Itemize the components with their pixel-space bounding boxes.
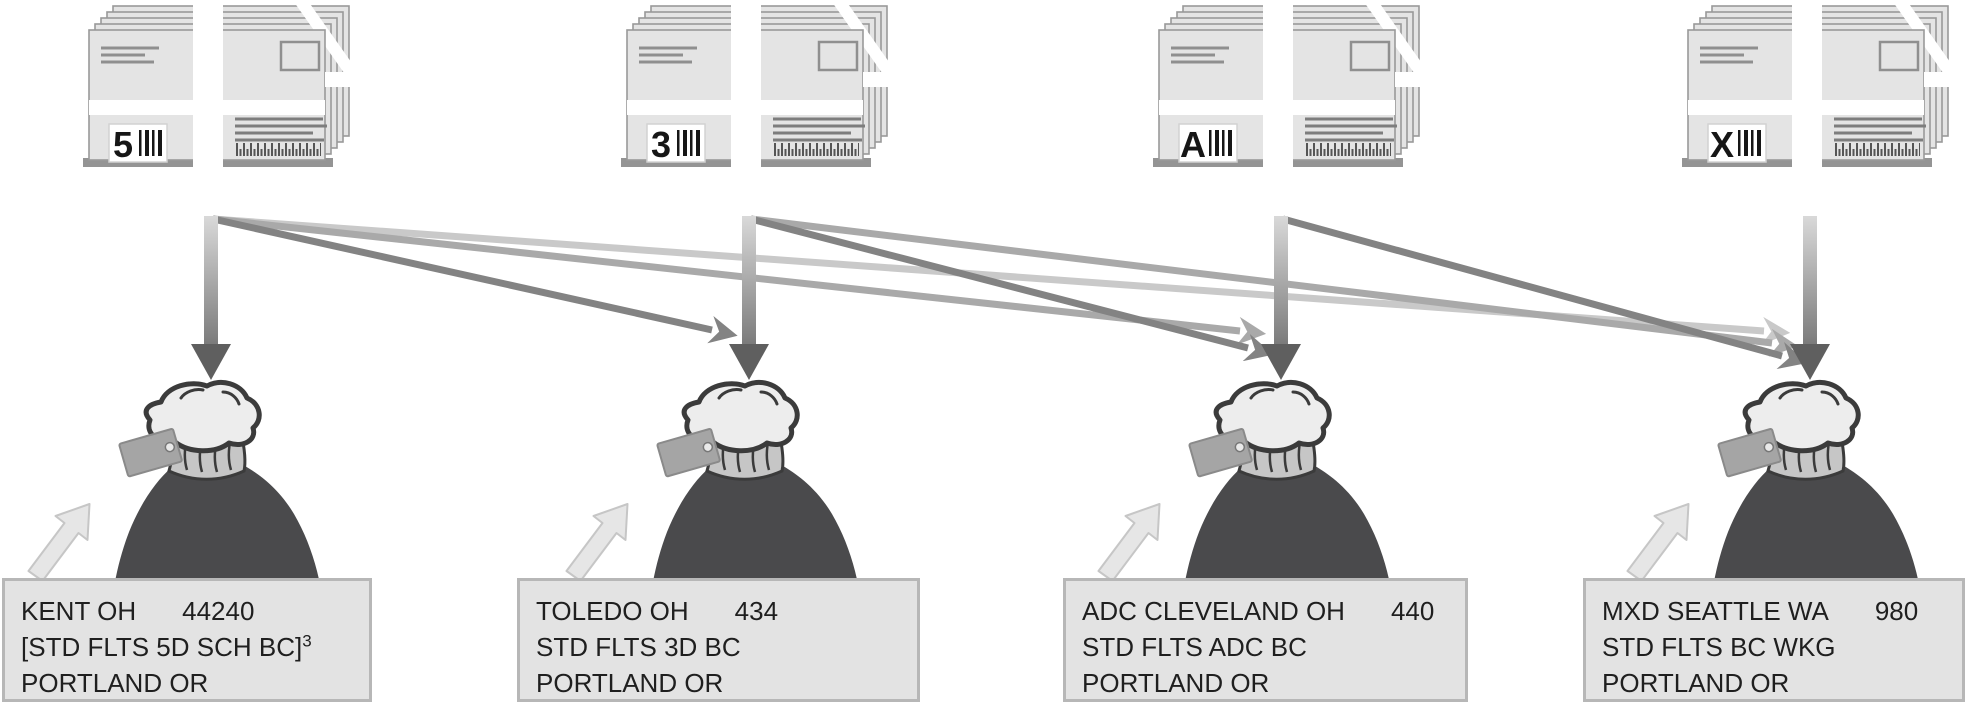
arrow-bundle2-to-sack3 [750,215,1274,362]
arrow-bundle3-to-sack4 [1282,215,1808,370]
arrow-bundle1-to-sack2 [212,215,738,344]
arrow-bundle2-to-sack2 [729,216,769,380]
sack-label-1-line3: PORTLAND OR [21,668,209,698]
bundle-3-flats: A [1145,0,1435,170]
arrow-bundle1-to-sack3 [212,215,1267,345]
arrow-bundle2-to-sack4 [750,215,1799,357]
sack-label-4-line3: PORTLAND OR [1602,668,1790,698]
bundle-3-label-char: A [1180,124,1206,165]
sack-label-3-line2: STD FLTS ADC BC [1082,632,1307,662]
bundle-1-label-char: 5 [113,124,133,165]
sack-label-2-line2: STD FLTS 3D BC [536,632,741,662]
sack-label-2-line3: PORTLAND OR [536,668,724,698]
bundle-2-flats: 3 [613,0,903,170]
bundle-4-flats: X [1674,0,1964,170]
arrow-bundle4-to-sack4 [1790,216,1830,380]
bundle-1-flats: 5 [75,0,365,170]
arrow-bundle1-to-sack1 [191,216,231,380]
arrow-bundle3-to-sack3 [1261,216,1301,380]
sack-label-3-line3: PORTLAND OR [1082,668,1270,698]
bundle-4-label-char: X [1710,124,1734,165]
bundle-2-label-char: 3 [651,124,671,165]
sack-label-1-line2: [STD FLTS 5D SCH BC]3 [21,631,312,662]
sack-label-4-line2: STD FLTS BC WKG [1602,632,1836,662]
